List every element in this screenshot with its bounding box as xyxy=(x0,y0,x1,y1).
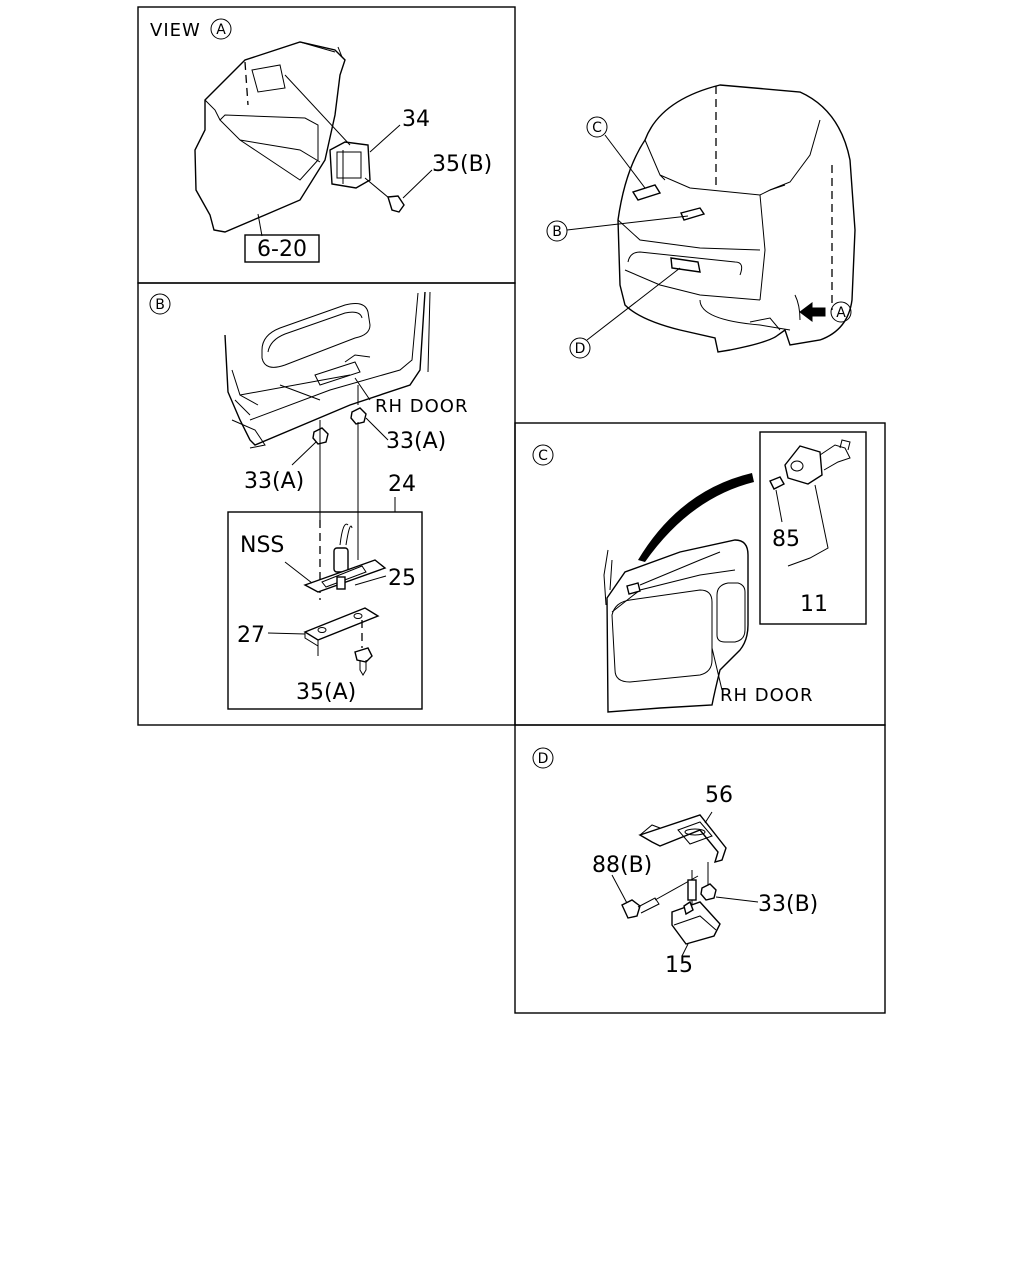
leader-arc xyxy=(638,473,754,562)
courtesy-lamp-drawing xyxy=(769,439,851,490)
nut-33b-drawing xyxy=(700,862,759,903)
view-arrow-icon xyxy=(799,302,826,322)
cab-circle-b: B xyxy=(552,224,562,240)
callout-33a-left: 33(A) xyxy=(244,469,304,494)
callout-35b: 35(B) xyxy=(432,152,492,177)
panel-c-letter: C xyxy=(538,448,548,464)
cab-circle-b-icon xyxy=(546,220,568,242)
callout-33b: 33(B) xyxy=(758,892,818,917)
step-body-drawing xyxy=(194,41,346,233)
view-a-title: VIEW xyxy=(150,20,201,41)
callout-11: 11 xyxy=(800,592,828,617)
door-sill-drawing xyxy=(224,291,431,449)
ref-6-20: 6-20 xyxy=(257,237,307,262)
cab-circle-a-icon xyxy=(830,301,852,323)
panel-d: D 56 88(B) 33(B) xyxy=(532,747,818,978)
callout-33a-right: 33(A) xyxy=(386,429,446,454)
assembly-box-24 xyxy=(227,511,423,710)
label-rh-door-c: RH DOOR xyxy=(720,685,813,706)
ref-box xyxy=(244,234,320,263)
bracket-56-drawing xyxy=(638,811,727,864)
callout-56: 56 xyxy=(705,783,733,808)
panel-b-circle-icon xyxy=(149,293,171,315)
callout-15: 15 xyxy=(665,953,693,978)
panel-borders xyxy=(137,6,886,1014)
label-nss: NSS xyxy=(240,533,284,558)
callout-34: 34 xyxy=(402,107,430,132)
callout-24: 24 xyxy=(388,472,416,497)
rh-door-drawing xyxy=(603,539,749,713)
detail-box-11 xyxy=(759,431,867,625)
bolt-88b-drawing xyxy=(611,874,699,919)
callout-25: 25 xyxy=(388,566,416,591)
panel-view-a: VIEW A 34 35(B) xyxy=(150,18,492,263)
callout-35a: 35(A) xyxy=(296,680,356,705)
nut-33a-left xyxy=(291,427,329,466)
cab-circle-a: A xyxy=(836,305,846,321)
panel-d-letter: D xyxy=(538,751,549,767)
label-rh-door-b: RH DOOR xyxy=(375,396,468,417)
lamp-15-drawing xyxy=(671,870,721,957)
screw-35b-drawing xyxy=(364,169,433,213)
panel-b: B RH DOOR 33(A) 33(A) xyxy=(149,291,468,710)
view-a-circle-icon xyxy=(210,18,232,40)
callout-88b: 88(B) xyxy=(592,853,652,878)
nut-33a-right xyxy=(350,407,389,441)
cab-drawing xyxy=(617,84,856,353)
lamp-34-drawing xyxy=(284,74,401,189)
lens-27-drawing xyxy=(267,607,380,656)
panel-c-circle-icon xyxy=(532,444,554,466)
panel-c: C RH DOOR 85 11 xyxy=(532,431,867,713)
license-lamp-drawing xyxy=(284,523,387,593)
callout-27: 27 xyxy=(237,623,265,648)
cab-circle-d-icon xyxy=(569,337,591,359)
view-a-circle-letter: A xyxy=(216,22,226,38)
panel-b-letter: B xyxy=(155,297,165,313)
cab-overview: C B D A xyxy=(546,84,856,359)
cab-circle-c: C xyxy=(592,120,602,136)
panel-d-circle-icon xyxy=(532,747,554,769)
cab-circle-c-icon xyxy=(586,116,608,138)
callout-85: 85 xyxy=(772,527,800,552)
screw-35a-drawing xyxy=(354,620,373,676)
cab-circle-d: D xyxy=(575,341,586,357)
